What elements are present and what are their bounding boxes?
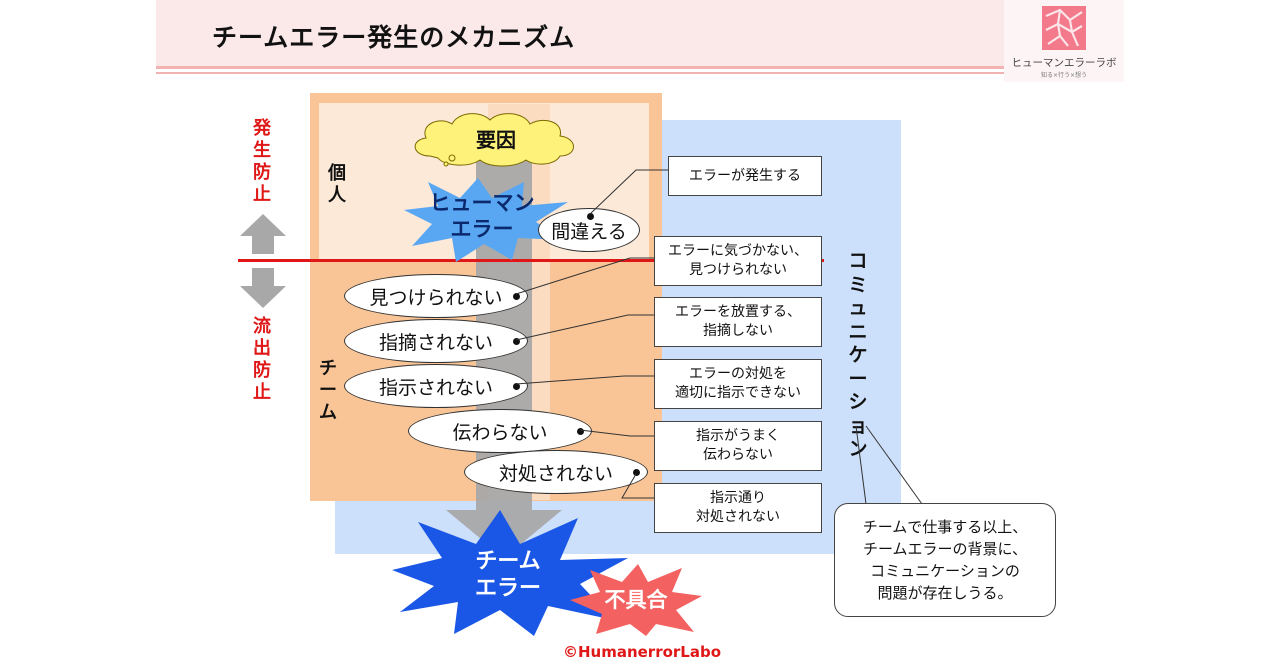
header-rule: [156, 72, 1004, 74]
oval-not-handled: 対処されない: [464, 450, 648, 494]
callout-box: エラーが発生する: [668, 156, 822, 196]
callout-box: 指示通り 対処されない: [654, 483, 822, 533]
human-error-star-icon: [404, 178, 568, 262]
logo: [1004, 0, 1124, 82]
callout-box: エラーの対処を 適切に指示できない: [654, 359, 822, 409]
team-zone-label: チーム: [319, 358, 337, 423]
header-rule: [156, 66, 1004, 69]
arrow-up-icon: [240, 214, 286, 254]
logo-tagline: 知る×行う×想う: [1040, 72, 1088, 79]
oval-not-pointed-out: 指摘されない: [344, 319, 528, 363]
header-band: [156, 0, 1124, 66]
callout-box: エラーを放置する、 指摘しない: [654, 297, 822, 347]
callout-box: 指示がうまく 伝わらない: [654, 421, 822, 471]
individual-zone-label: 個人: [328, 163, 346, 206]
spread-prevention-label: 流出防止: [253, 316, 271, 403]
defect-star-icon: [570, 564, 702, 636]
logo-name: ヒューマンエラーラボ: [1011, 57, 1117, 69]
cloud-icon: [414, 113, 574, 167]
human-error-label: ヒューマン エラー: [429, 191, 535, 241]
team-error-label: チーム エラー: [474, 549, 541, 601]
speech-bubble: チームで仕事する以上、 チームエラーの背景に、 コミュニケーションの 問題が存在…: [834, 503, 1056, 617]
oval-not-found: 見つけられない: [344, 274, 528, 318]
oval-not-conveyed: 伝わらない: [408, 409, 592, 453]
cause-label: 要因: [476, 128, 516, 152]
arrow-down-icon: [240, 268, 286, 308]
page-title: チームエラー発生のメカニズム: [212, 23, 576, 52]
oval-not-instructed: 指示されない: [344, 364, 528, 408]
oval-mistake: 間違える: [538, 208, 640, 252]
boundary-line: [238, 259, 824, 262]
team-error-star-icon: [392, 510, 628, 636]
prevention-label: 発生防止: [253, 118, 271, 205]
callout-box: エラーに気づかない、 見つけられない: [654, 236, 822, 286]
defect-label: 不具合: [604, 588, 668, 612]
logo-mark-icon: [1042, 6, 1086, 50]
copyright: ©HumanerrorLabo: [562, 643, 722, 661]
communication-zone-label: コミュニケーション: [848, 250, 868, 460]
